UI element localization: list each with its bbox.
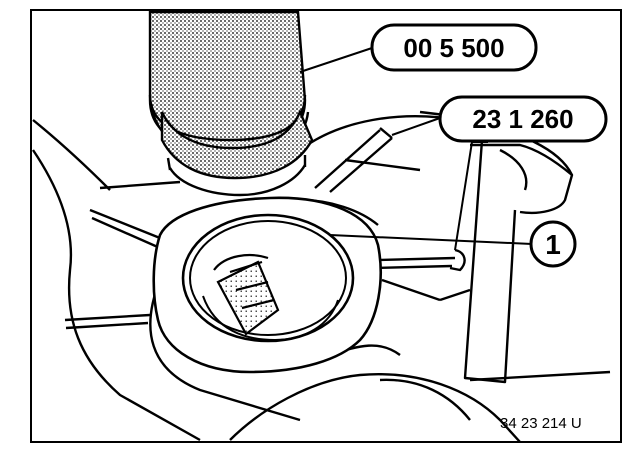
callout-circle: [529, 220, 577, 268]
figure-reference-number: 34 23 214 U: [500, 415, 582, 432]
callout-label-tool-2: 23 1 260: [472, 104, 573, 134]
callout-label-item-1: 1: [545, 229, 561, 260]
callout-label-tool-1: 00 5 500: [403, 33, 504, 63]
callout-item-1: 1: [529, 220, 577, 268]
callout-frame: [370, 23, 538, 72]
callout-tool-00-5-500: 00 5 500: [370, 23, 538, 72]
callout-tool-23-1-260: 23 1 260: [438, 95, 608, 143]
piston-item-1: [213, 254, 280, 336]
callout-frame: [438, 95, 608, 143]
pressing-tool: [148, 10, 314, 197]
